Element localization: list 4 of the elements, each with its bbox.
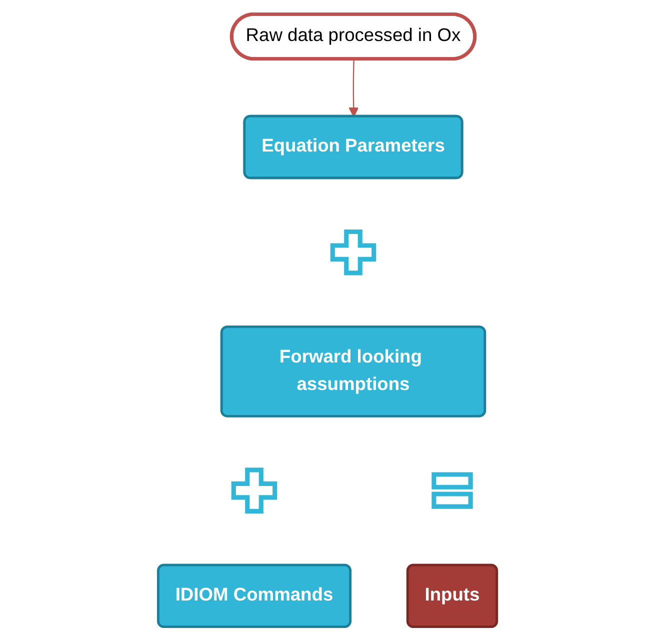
arrow bbox=[349, 59, 360, 118]
plus-sign-icon bbox=[330, 229, 377, 276]
plus-sign-icon bbox=[232, 468, 278, 514]
equals-sign-icon bbox=[432, 472, 474, 509]
